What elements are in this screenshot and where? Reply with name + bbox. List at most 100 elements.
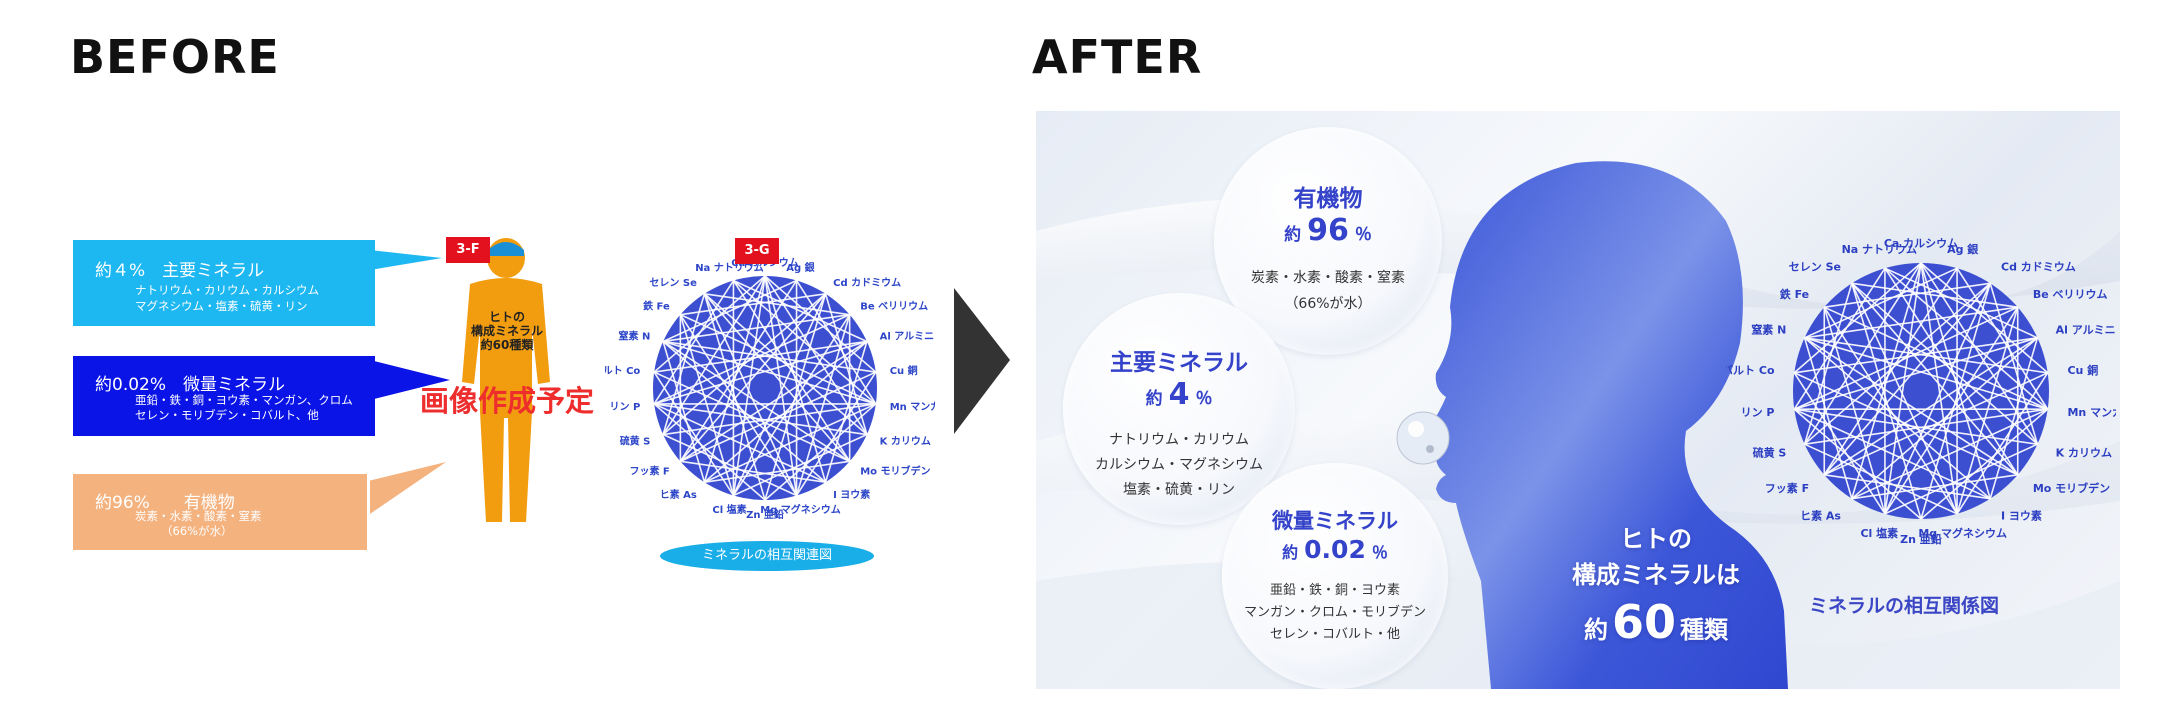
after-diagram-caption: ミネラルの相互関係図 (1809, 595, 2000, 617)
element-label-se: セレン Se (649, 277, 697, 289)
relation-line (1920, 408, 2049, 520)
relation-line (1804, 337, 2019, 476)
relation-line (1884, 267, 2019, 476)
relation-line (1823, 372, 2049, 476)
relation-line (1851, 282, 2019, 476)
element-label-mo: Mo モリブデン (2033, 481, 2110, 495)
relation-line (679, 280, 798, 462)
relation-line (662, 293, 827, 436)
relation-line (653, 371, 850, 463)
element-label-cu: Cu 銅 (2067, 363, 2098, 377)
element-label-cu: Cu 銅 (890, 364, 918, 377)
relation-line (663, 403, 876, 436)
hero-line1: ヒトの (1620, 525, 1692, 553)
trace-minerals-line2: セレン・モリブデン・コバルト、他 (135, 408, 319, 422)
relation-line (1851, 282, 1958, 515)
element-label-fe: 鉄 Fe (643, 299, 670, 312)
element-label-f: フッ素 F (629, 465, 669, 478)
relation-line (704, 292, 850, 316)
main-bubble-line2: カルシウム・マグネシウム (1095, 457, 1263, 473)
organic-bubble-title: 有機物 (1293, 186, 1363, 212)
element-label-zn: Zn 亜鉛 (746, 508, 784, 521)
relation-line (1851, 282, 2038, 445)
element-label-al: Al アルミニウム (2056, 324, 2116, 337)
relation-line (1884, 443, 2038, 515)
relation-line (1851, 337, 2038, 500)
element-label-mg: Mg マグネシウム (1918, 526, 2007, 540)
element-label-ca: Ca カルシウム (1884, 237, 1958, 250)
relation-line (1824, 282, 1991, 308)
relation-line (703, 293, 798, 496)
trace-bubble-line2: マンガン・クロム・モリブデン (1243, 605, 1426, 620)
relation-line (732, 275, 766, 496)
relation-line (764, 293, 827, 501)
callout-pointers (370, 250, 450, 514)
relation-line (764, 275, 877, 373)
organic-bubble-line2: （66%が水） (1284, 296, 1372, 312)
placeholder-text: 画像作成予定 (420, 384, 595, 418)
element-label-k: K カリウム (2056, 446, 2112, 459)
main-minerals-line1: ナトリウム・カリウム・カルシウム (135, 283, 319, 297)
relation-line (680, 313, 877, 405)
main-minerals-pointer (370, 250, 442, 270)
relation-line (1851, 282, 2018, 308)
organic-line2: （66%が水） (161, 524, 233, 538)
relation-line (1884, 262, 1922, 514)
relation-line (680, 460, 826, 484)
relation-line (1920, 262, 2049, 374)
relation-line (654, 403, 867, 436)
trace-minerals-line1: 亜鉛・鉄・銅・ヨウ素・マンガン、クロム (135, 393, 353, 407)
element-label-be: Be ベリリウム (2033, 288, 2108, 301)
main-minerals-title: 約４% 主要ミネラル (95, 261, 265, 281)
element-label-mo: Mo モリブデン (860, 465, 930, 478)
element-label-na: Na ナトリウム (1842, 243, 1917, 256)
relation-line (764, 275, 827, 483)
element-label-p: リン P (1741, 406, 1775, 419)
element-label-al: Al アルミニウム (880, 331, 935, 343)
main-bubble-title: 主要ミネラル (1110, 350, 1248, 376)
relation-line (703, 275, 766, 483)
relation-line (1956, 267, 2049, 410)
element-label-s: 硫黄 S (620, 434, 651, 447)
relation-line (703, 293, 766, 501)
organic-box: 約96% 有機物 炭素・水素・酸素・窒素 （66%が水） (73, 474, 367, 550)
relation-line (1884, 267, 2049, 410)
relation-line (824, 341, 868, 483)
relation-line (1794, 337, 2038, 374)
element-label-as: ヒ素 As (1800, 509, 1841, 523)
element-label-as: ヒ素 As (660, 488, 697, 501)
relation-line (662, 340, 851, 463)
organic-line1: 炭素・水素・酸素・窒素 (135, 509, 262, 523)
tag-3f: 3-F (446, 237, 490, 263)
relation-line (1804, 408, 2048, 445)
relation-line (662, 340, 877, 405)
relation-line (732, 314, 851, 496)
element-label-i: I ヨウ素 (833, 488, 870, 501)
tag-3g: 3-G (735, 238, 779, 264)
relation-line (703, 293, 868, 436)
relation-line (703, 293, 851, 462)
relation-line (1920, 283, 1991, 520)
relation-line (653, 280, 735, 405)
relation-line (1884, 267, 2038, 339)
relation-line (1851, 283, 1922, 520)
element-label-mn: Mn マンガン (890, 400, 935, 413)
relation-line (703, 340, 868, 483)
trace-bubble-line1: 亜鉛・鉄・銅・ヨウ素 (1269, 583, 1400, 598)
element-label-p: リン P (609, 401, 640, 413)
relation-line (680, 371, 877, 463)
diagram-disc (653, 276, 877, 500)
relation-line (732, 280, 851, 462)
relation-line (1793, 372, 2019, 476)
element-label-co: コバルト Co (605, 365, 640, 377)
relation-line (1824, 474, 1991, 500)
relation-line (795, 280, 877, 405)
relation-line (1823, 306, 2049, 410)
hero-line2: 構成ミネラルは (1572, 561, 1740, 589)
